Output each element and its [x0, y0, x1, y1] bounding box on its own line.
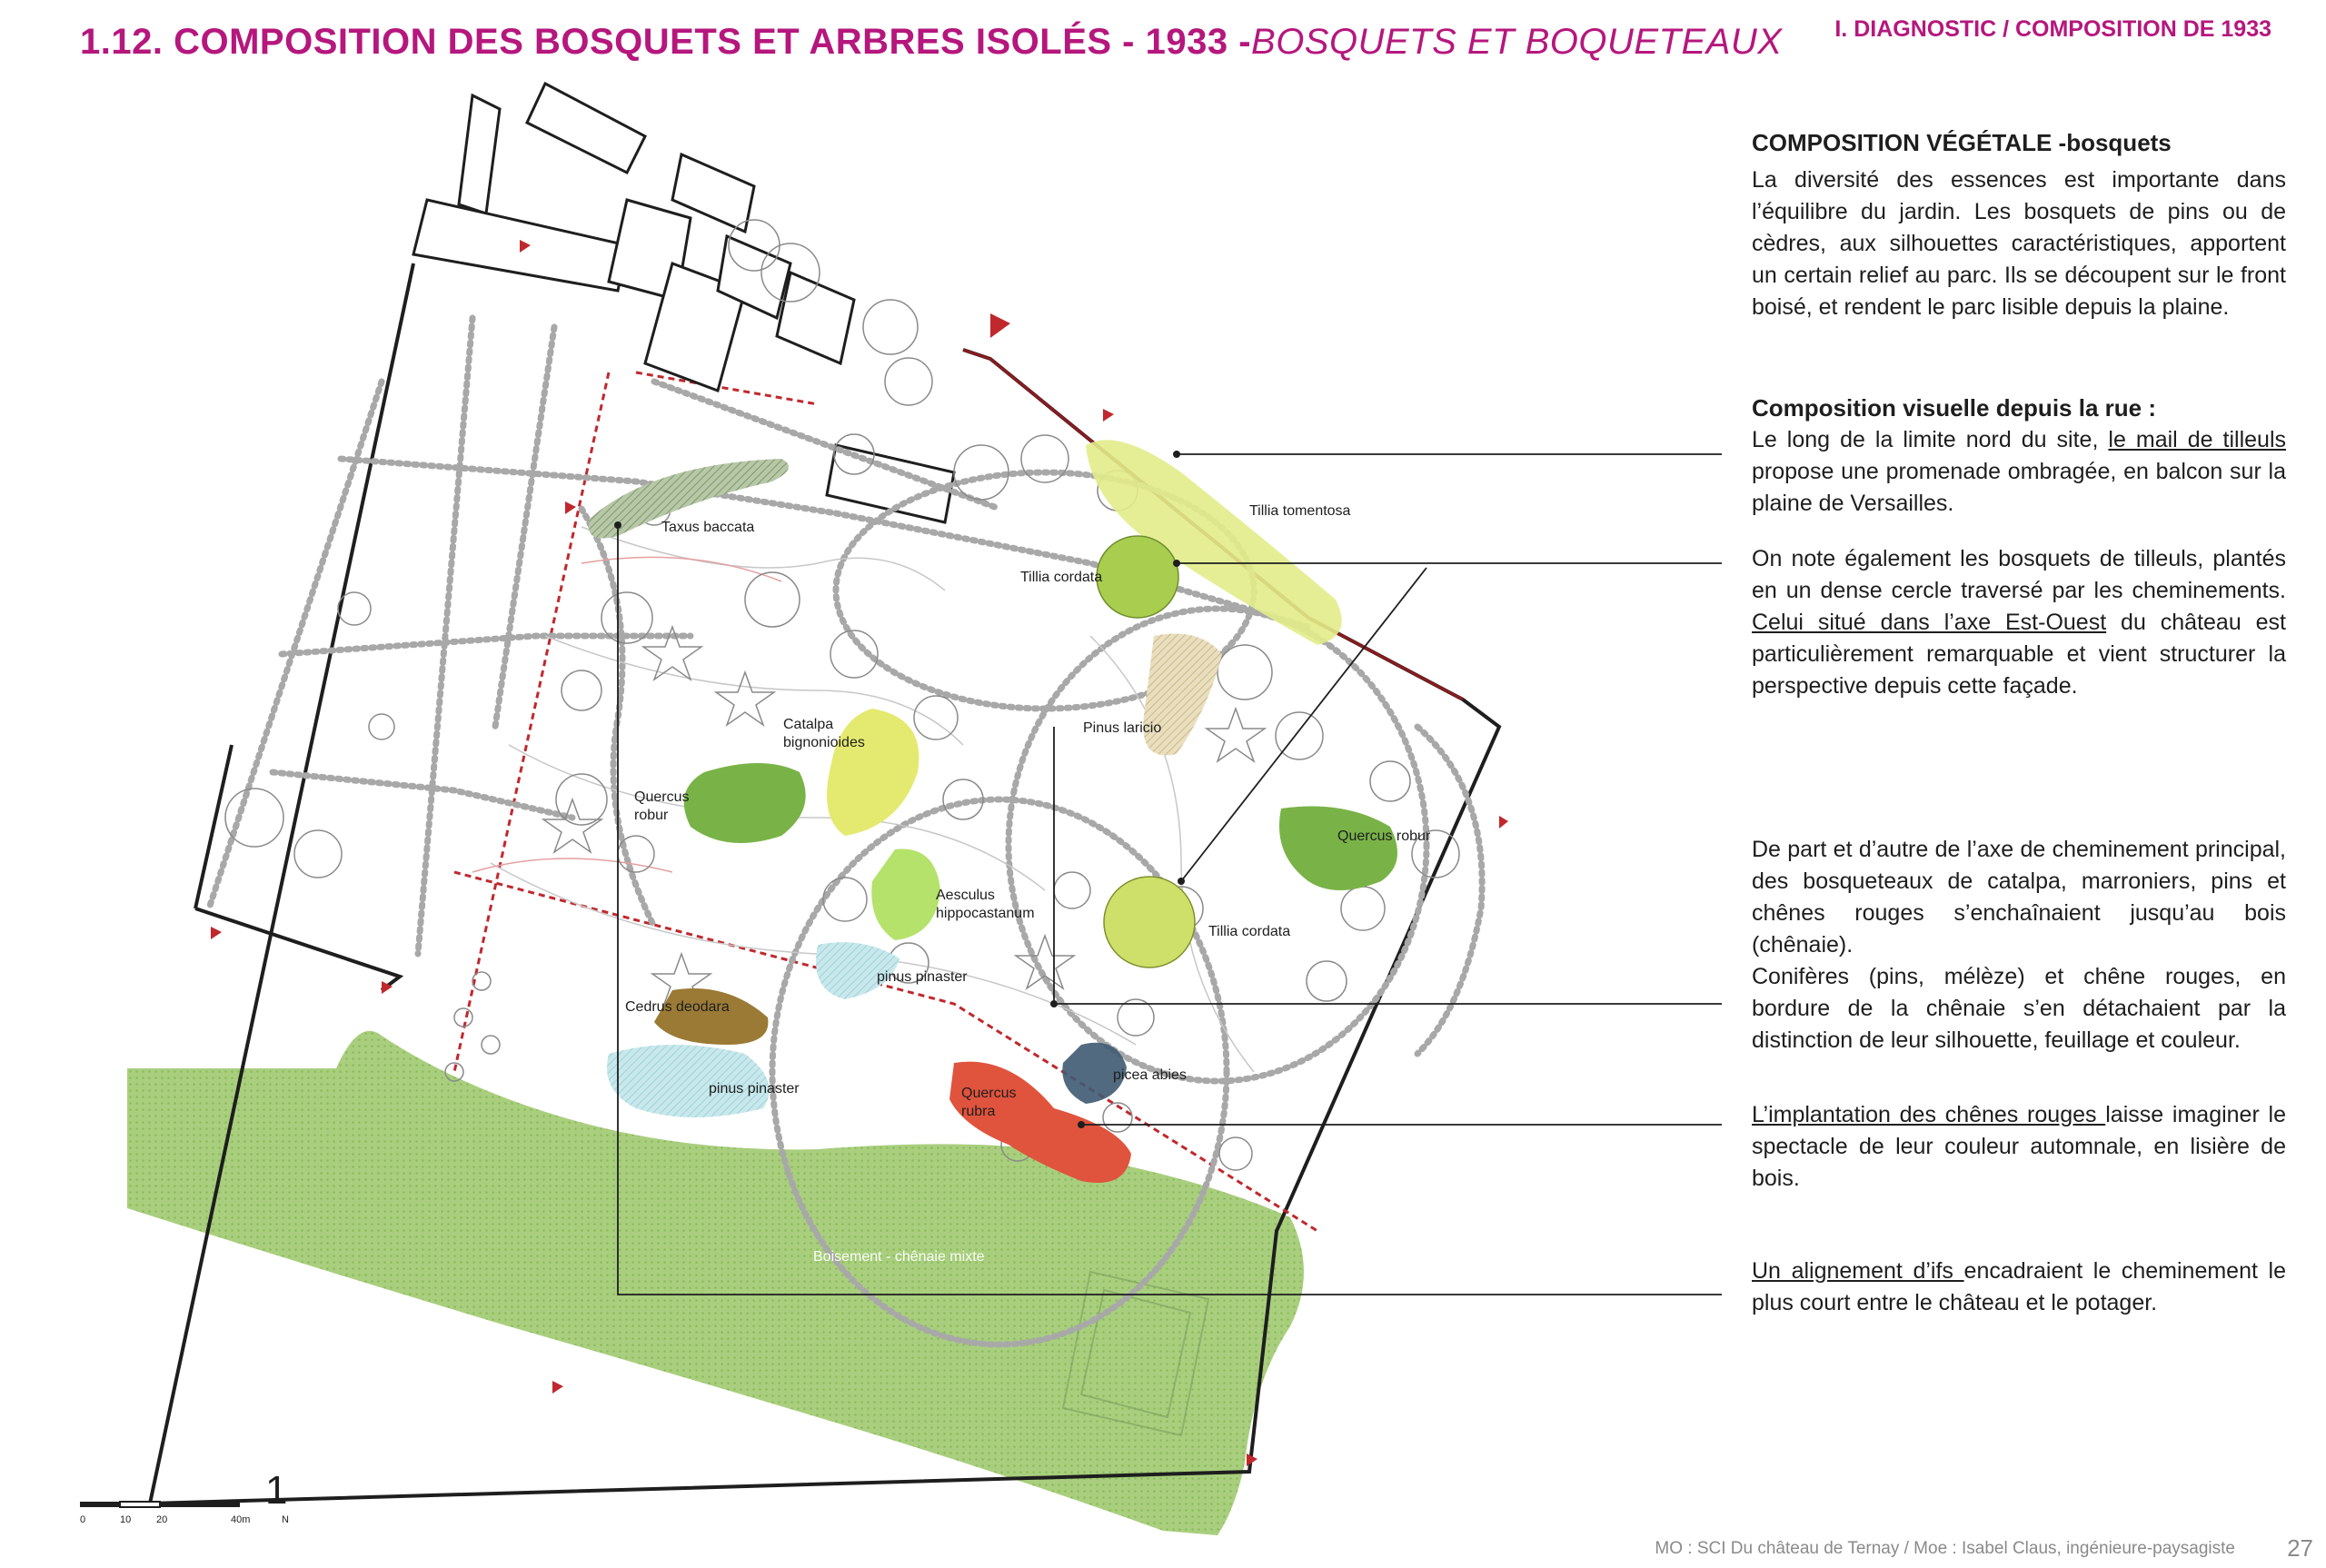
scale-tick-20: 20: [156, 1514, 167, 1525]
chenes-underline: L’implantation des chênes rouges: [1752, 1102, 2106, 1127]
grove-quercus-robur-1: [683, 763, 806, 843]
label-tillia-cordata-1: Tillia cordata: [1020, 570, 1102, 585]
isolated-trees: [224, 219, 1460, 1171]
veg-paragraph: La diversité des essences est importante…: [1752, 167, 2286, 320]
page-title-sub: BOSQUETS ET BOQUETEAUX: [1251, 22, 1783, 62]
veg-title: COMPOSITION VÉGÉTALE -bosquets: [1752, 129, 2172, 156]
chateau-buildings: [412, 81, 956, 524]
leader-lines: [617, 453, 1722, 1295]
rue-title: Composition visuelle depuis la rue :: [1752, 394, 2156, 422]
label-taxus: Taxus baccata: [661, 520, 754, 535]
rue-pre: Le long de la limite nord du site,: [1752, 427, 2109, 452]
rue-section: Composition visuelle depuis la rue : Le …: [1752, 392, 2286, 520]
ifs-post: encadraient le cheminement le plus court…: [1752, 1258, 2287, 1315]
entrance-markers: [211, 240, 1508, 1466]
page-title: 1.12. COMPOSITION DES BOSQUETS ET ARBRES…: [80, 22, 1782, 63]
label-pinus-laricio: Pinus laricio: [1083, 720, 1161, 736]
grove-catalpa: [827, 709, 919, 836]
scale-tick-40: 40m: [231, 1514, 250, 1525]
leader-dots: [614, 451, 1185, 1128]
grove-pinaster-1: [816, 942, 900, 999]
grove-pinus-laricio: [1143, 633, 1222, 756]
label-catalpa-1: Catalpa: [783, 717, 833, 732]
page-title-main: 1.12. COMPOSITION DES BOSQUETS ET ARBRES…: [80, 22, 1252, 62]
north-label: N: [282, 1514, 289, 1525]
grove-quercus-rubra: [949, 1061, 1131, 1183]
ifs-section: Un alignement d’ifs encadraient le chemi…: [1752, 1255, 2286, 1319]
internal-red-line-top: [635, 371, 819, 406]
label-quercus-robur-1a: Quercus: [634, 789, 689, 805]
label-quercus-robur-1b: robur: [634, 808, 669, 823]
label-catalpa-2: bignonioides: [783, 735, 865, 750]
label-pinus-pinaster-1: pinus pinaster: [877, 969, 968, 985]
tilleuls-pre: On note également les bosquets de tilleu…: [1752, 546, 2286, 603]
label-aesculus-2: hippocastanum: [936, 906, 1035, 921]
grove-quercus-robur-2: [1279, 806, 1397, 890]
axe-section: De part et d’autre de l’axe de chemineme…: [1752, 834, 2286, 1057]
grove-cedrus: [654, 988, 769, 1045]
north-arrow-icon: 1: [265, 1468, 287, 1513]
page-number: 27: [2287, 1534, 2313, 1562]
veg-section: COMPOSITION VÉGÉTALE -bosquets La divers…: [1752, 127, 2286, 323]
label-quercus-rubra-1: Quercus: [961, 1086, 1016, 1101]
chenes-section: L’implantation des chênes rouges laisse …: [1752, 1099, 2286, 1195]
grove-tillia-tomentosa: [1086, 440, 1342, 645]
tilleuls-section: On note également les bosquets de tilleu…: [1752, 543, 2286, 702]
label-cedrus: Cedrus deodara: [625, 999, 730, 1015]
label-quercus-rubra-2: rubra: [961, 1104, 995, 1119]
footer-credit: MO : SCI Du château de Ternay / Moe : Is…: [1655, 1539, 2235, 1558]
woodland-clearing: [1061, 1270, 1210, 1437]
grove-tillia-cordata-2: [1103, 876, 1196, 968]
coniferes-paragraph: Conifères (pins, mélèze) et chêne rouges…: [1752, 964, 2286, 1053]
label-pinus-pinaster-2: pinus pinaster: [709, 1081, 800, 1097]
grove-picea: [1062, 1042, 1127, 1104]
label-picea: picea abies: [1113, 1067, 1187, 1083]
grove-aesculus: [871, 849, 940, 940]
rue-paragraph: Le long de la limite nord du site, le ma…: [1752, 424, 2286, 520]
label-boisement: Boisement - chênaie mixte: [813, 1249, 985, 1265]
grove-pinaster-2: [607, 1045, 770, 1117]
chenes-paragraph: L’implantation des chênes rouges laisse …: [1752, 1099, 2286, 1195]
label-quercus-robur-2: Quercus robur: [1337, 829, 1431, 844]
paths-network: [205, 314, 1486, 1348]
tilleuls-paragraph: On note également les bosquets de tilleu…: [1752, 543, 2286, 702]
scale-tick-0: 0: [80, 1514, 85, 1525]
internal-red-line: [452, 372, 1318, 1233]
grove-tillia-cordata-1: [1096, 535, 1179, 619]
rue-post: propose une promenade ombragée, en balco…: [1752, 459, 2286, 516]
axe-paragraph: De part et d’autre de l’axe de chemineme…: [1752, 837, 2286, 958]
label-aesculus-1: Aesculus: [936, 888, 995, 903]
grove-taxus: [589, 459, 789, 539]
chenes-post: laisse imaginer le spectacle de leur cou…: [1752, 1102, 2286, 1191]
label-tillia-cordata-2: Tillia cordata: [1208, 924, 1290, 939]
woodland-area: [127, 1030, 1304, 1535]
section-label: I. DIAGNOSTIC / COMPOSITION DE 1933: [1834, 16, 2271, 42]
ifs-paragraph: Un alignement d’ifs encadraient le chemi…: [1752, 1255, 2286, 1319]
contour-lines-red: [472, 556, 782, 873]
ifs-underline: Un alignement d’ifs: [1752, 1258, 1964, 1284]
scale-bar: 0 10 20 40m 1 N: [80, 1468, 289, 1525]
scale-tick-10: 10: [120, 1514, 131, 1525]
site-plan: Taxus baccata Tillia tomentosa Tillia co…: [80, 81, 1722, 1535]
tilleuls-post: du château est particulièrement remarqua…: [1752, 610, 2286, 699]
tilleuls-underline: Celui situé dans l’axe Est-Ouest: [1752, 610, 2107, 635]
label-tillia-tomentosa: Tillia tomentosa: [1249, 503, 1351, 519]
rue-underline: le mail de tilleuls: [2108, 427, 2286, 452]
